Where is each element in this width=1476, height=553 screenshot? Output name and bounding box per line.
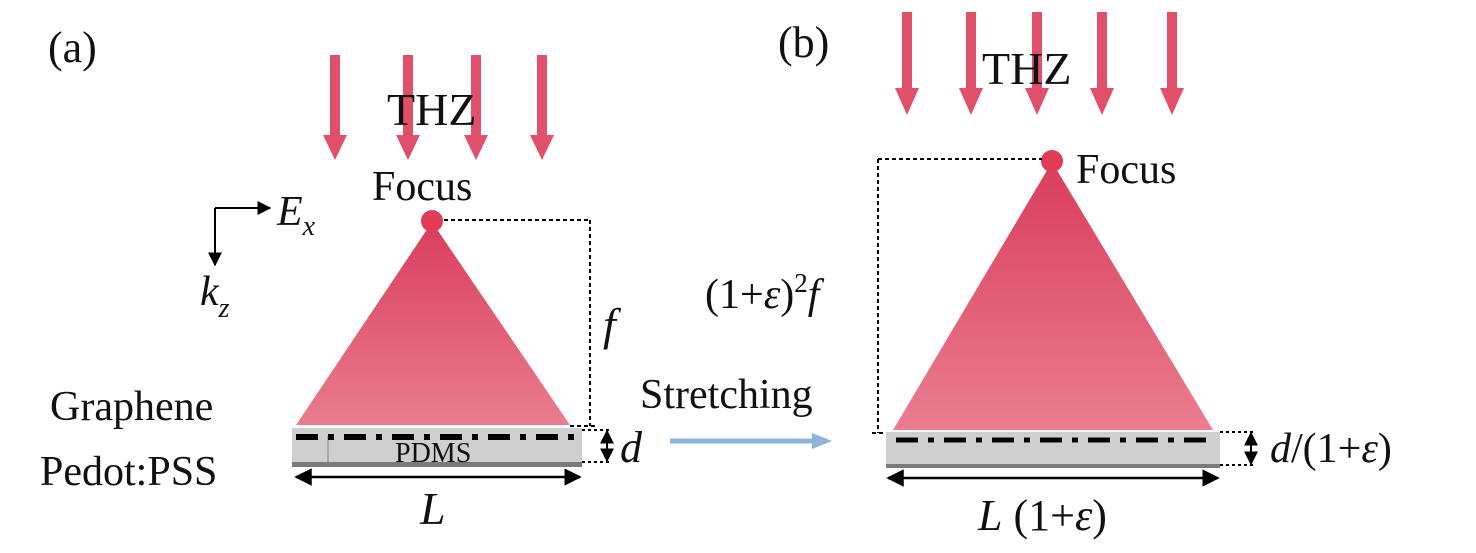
thz-label-a: THZ (387, 84, 476, 135)
thickness-b-rest: /(1+ (1291, 426, 1361, 472)
focal-b-f: f (808, 272, 825, 318)
wavevector-k-label: k (200, 269, 220, 315)
thz-label-b: THZ (982, 43, 1071, 94)
thz-beam-arrows-a (323, 55, 554, 160)
length-label-a: L (419, 483, 446, 534)
svg-text:kz: kz (200, 269, 230, 324)
graphene-label: Graphene (50, 384, 213, 430)
wavevector-k-subscript: z (218, 293, 230, 324)
length-b-open: (1+ (1002, 491, 1074, 540)
polarization-axes (208, 201, 272, 267)
thickness-label-a: d (620, 423, 643, 472)
thickness-b-epsilon: ε (1361, 426, 1378, 472)
pdms-label: PDMS (395, 438, 471, 469)
beam-arrow-icon (895, 12, 919, 115)
thz-beam-arrows-b (895, 12, 1184, 115)
beam-arrow-icon (323, 55, 347, 160)
focus-label-b: Focus (1076, 147, 1176, 193)
length-b-close: ) (1092, 491, 1107, 540)
beam-arrow-icon (530, 55, 554, 160)
pdms-substrate-b (886, 432, 1220, 464)
stretching-label: Stretching (640, 372, 813, 418)
svg-text:Ex: Ex (276, 189, 316, 242)
thickness-dimension-a (582, 429, 614, 463)
focal-b-open: (1+ (705, 272, 764, 318)
beam-arrow-icon (464, 55, 488, 160)
panel-a: (a) THZ Focus Ex kz f (40, 23, 643, 534)
focal-b-exponent: 2 (794, 268, 808, 298)
focal-b-close: ) (780, 272, 794, 318)
focal-b-epsilon: ε (764, 272, 781, 318)
focus-point-b (1041, 150, 1063, 172)
length-b-epsilon: ε (1075, 491, 1093, 540)
focus-point-a (421, 210, 443, 232)
svg-text:L (1+ε): L (1+ε) (977, 491, 1107, 540)
panel-b: (b) THZ Focus (1+ε)2f (705, 12, 1392, 540)
focusing-cone-a (296, 222, 570, 425)
device-stack-b (886, 432, 1220, 468)
field-e-subscript: x (302, 211, 316, 242)
focus-label-a: Focus (372, 164, 472, 210)
beam-arrow-icon (396, 55, 420, 160)
stretching-process: Stretching (640, 372, 832, 449)
thickness-dimension-b (1220, 431, 1258, 466)
beam-arrow-icon (1160, 12, 1184, 115)
beam-arrow-icon (1025, 12, 1049, 115)
thickness-b-d: d (1270, 426, 1292, 472)
svg-text:d/(1+ε): d/(1+ε) (1270, 426, 1392, 472)
focal-length-dimension-a (444, 219, 596, 427)
panel-b-label: (b) (778, 18, 829, 67)
beam-arrow-icon (959, 12, 983, 115)
thickness-b-close: ) (1378, 426, 1392, 472)
device-stack-a (292, 428, 582, 467)
focal-length-dimension-b (872, 158, 1042, 434)
beam-arrow-icon (1090, 12, 1114, 115)
pedot-label: Pedot:PSS (40, 449, 217, 495)
field-e-label: E (276, 189, 303, 235)
focusing-cone-b (893, 162, 1213, 430)
pdms-substrate-a (292, 428, 582, 462)
stretch-arrowhead-icon (812, 433, 832, 449)
length-b-L: L (977, 491, 1002, 540)
panel-a-label: (a) (48, 23, 97, 72)
focal-length-label: f (603, 299, 622, 350)
svg-text:(1+ε)2f: (1+ε)2f (705, 268, 825, 318)
